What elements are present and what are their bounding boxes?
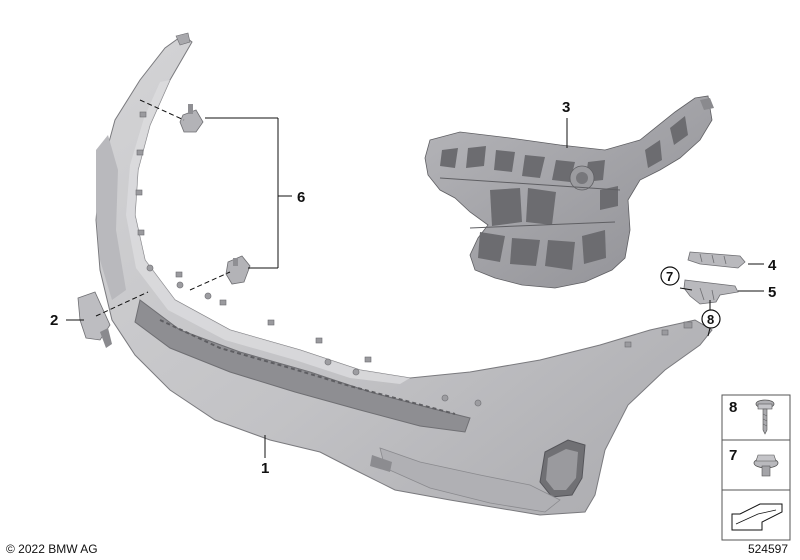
callout-5: 5 xyxy=(768,284,776,301)
guide-part-5 xyxy=(683,279,739,305)
arrow-symbol-icon xyxy=(731,503,783,531)
document-number: 524597 xyxy=(747,542,788,556)
guide-clip-lower xyxy=(225,255,251,285)
callout-2: 2 xyxy=(50,312,58,329)
nut-icon xyxy=(753,454,779,477)
bumper-trim-part xyxy=(95,32,713,516)
side-bracket-part-4 xyxy=(687,251,746,269)
callout-8-circle: 8 xyxy=(701,309,721,329)
callout-6: 6 xyxy=(297,189,305,206)
sensor-holes xyxy=(146,264,482,407)
carrier-bracket-part xyxy=(424,95,714,289)
callout-4: 4 xyxy=(768,257,777,274)
callout-7: 7 xyxy=(666,269,673,284)
mounting-clips xyxy=(135,111,693,363)
callout-8: 8 xyxy=(707,312,714,327)
leader-lines xyxy=(66,99,764,458)
callout-1: 1 xyxy=(261,460,269,477)
copyright-text: © 2022 BMW AG xyxy=(6,542,98,556)
legend-number-8: 8 xyxy=(729,399,737,416)
legend-number-7: 7 xyxy=(729,447,737,464)
fastener-legend: 8 7 xyxy=(721,394,791,541)
guide-clip-upper xyxy=(179,104,204,133)
screw-icon xyxy=(755,399,775,435)
callout-3: 3 xyxy=(562,99,570,116)
callout-7-circle: 7 xyxy=(660,266,680,286)
